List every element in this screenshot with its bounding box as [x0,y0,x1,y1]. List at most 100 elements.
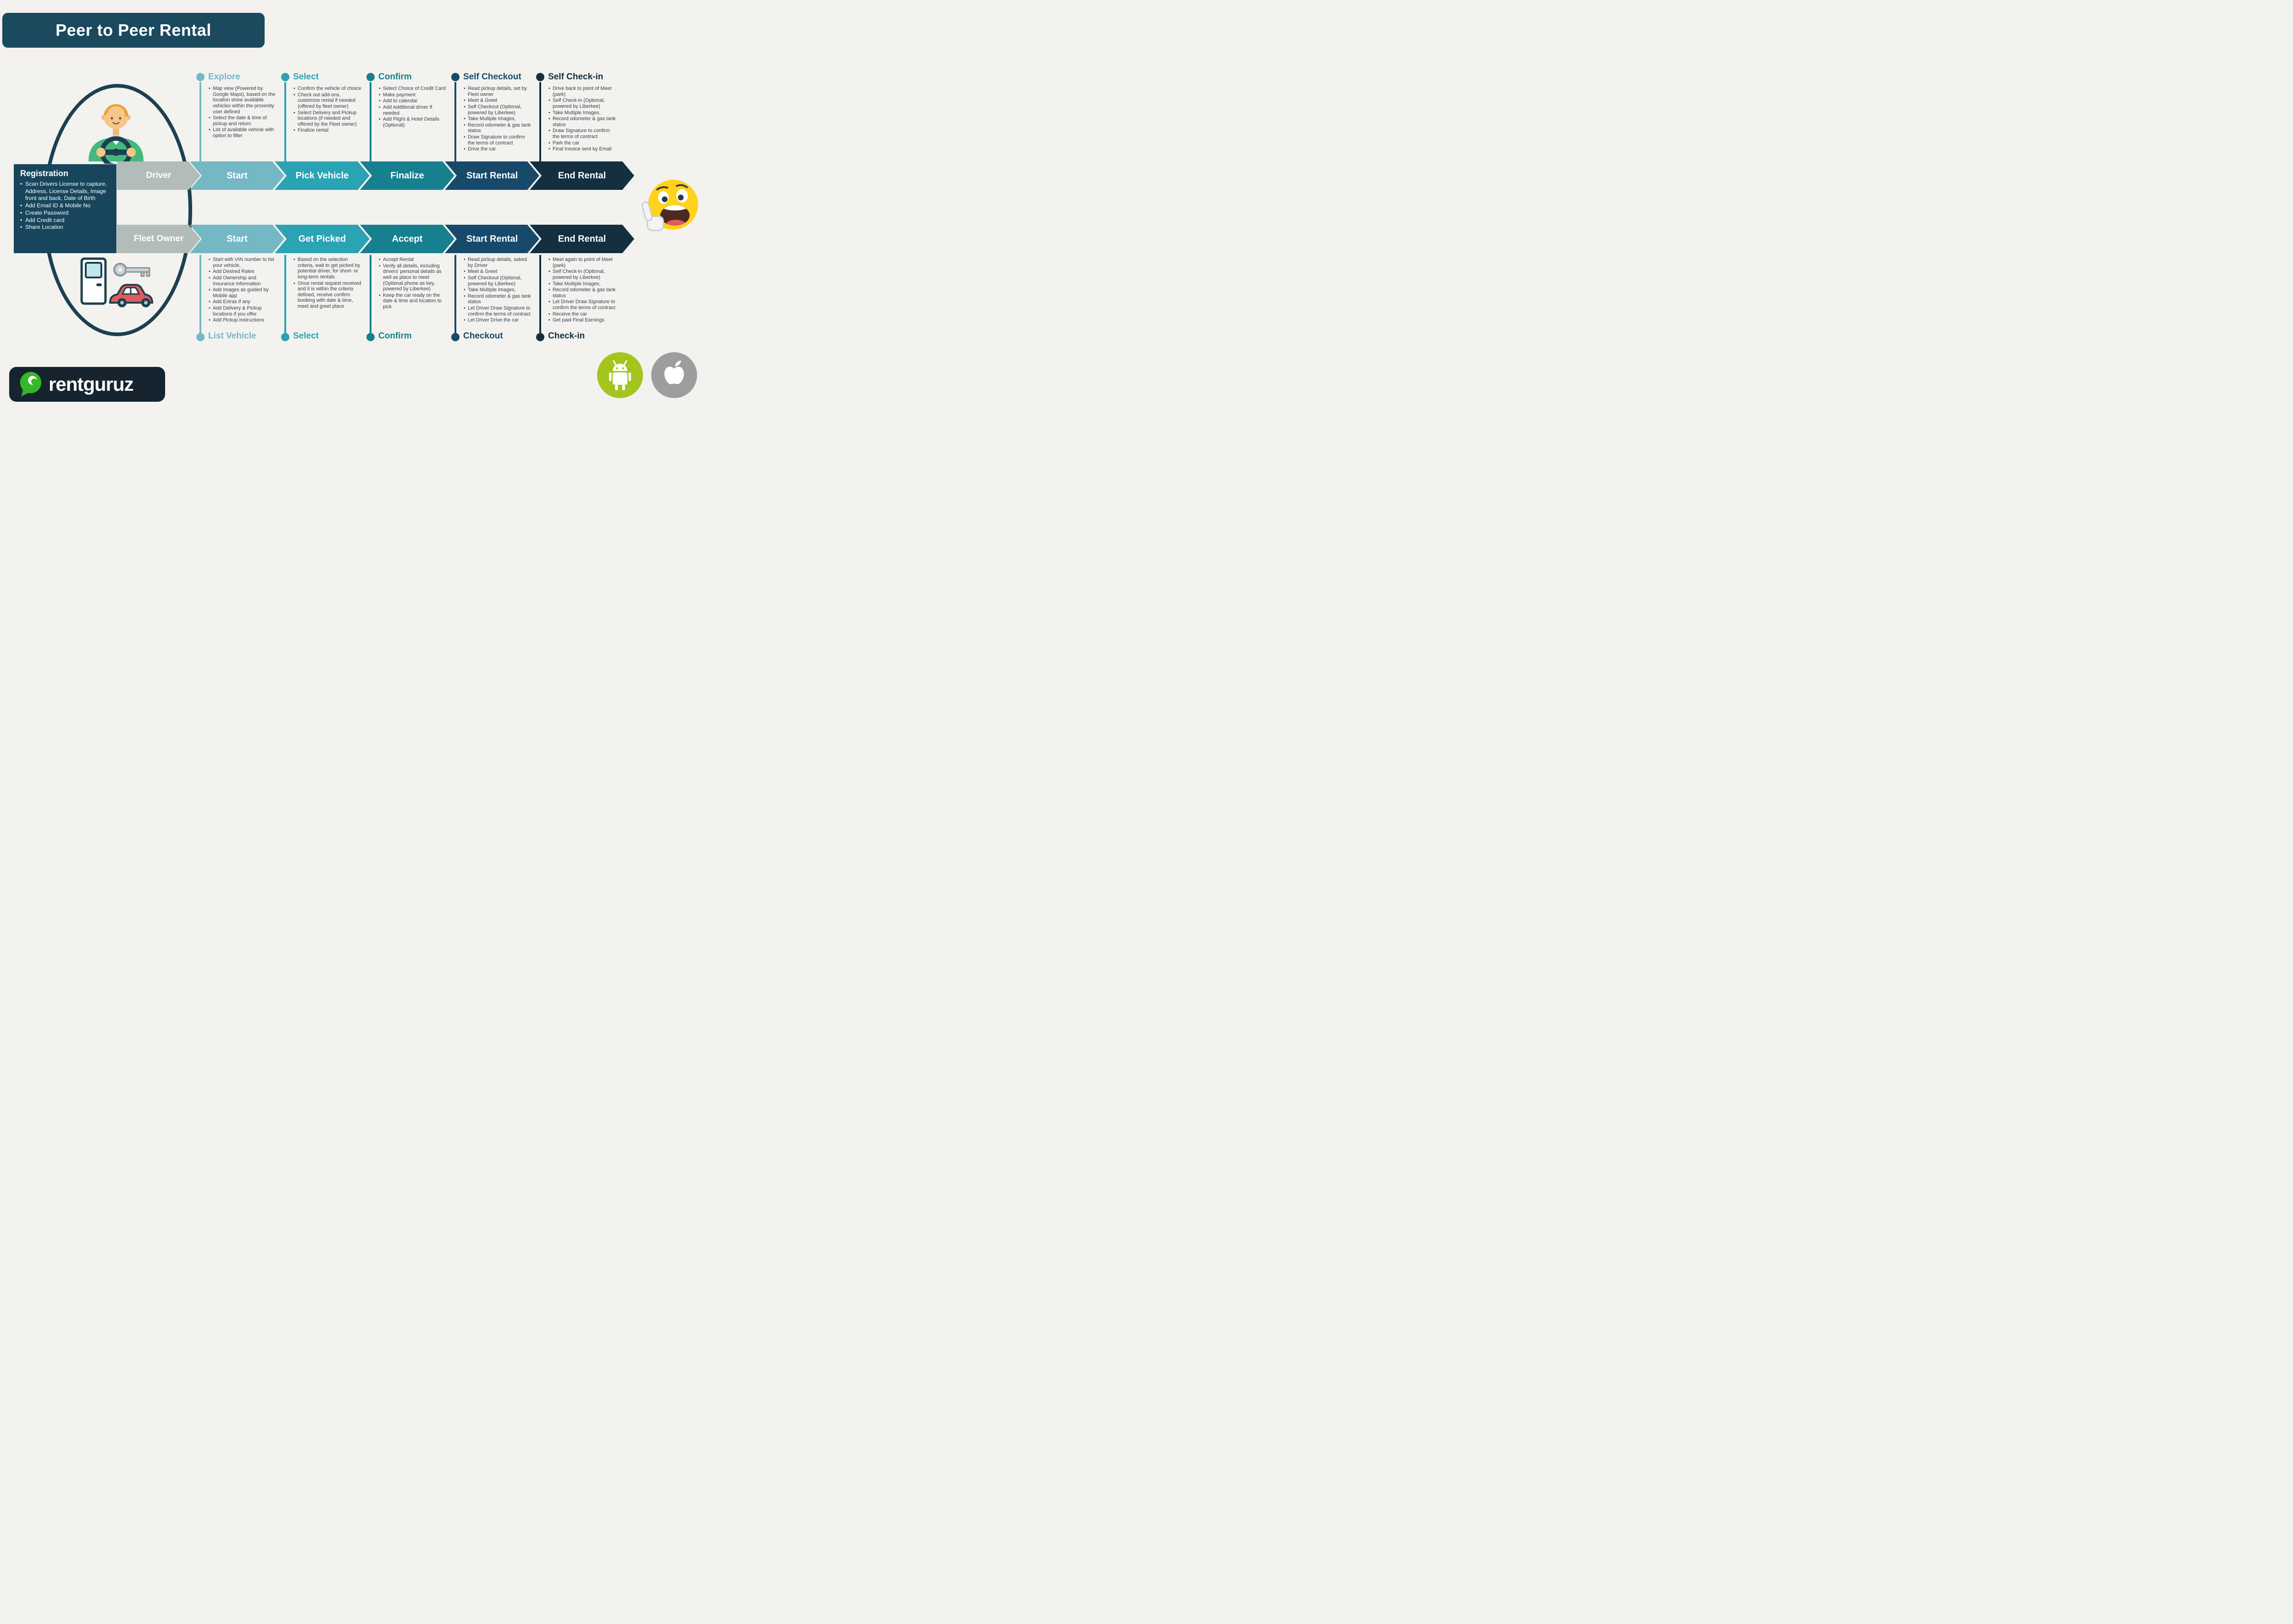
stage-bullets: Start with VIN number to list your vehic… [208,257,278,324]
logo-text: rentguruz [49,373,134,395]
stage-bullets: Read pickup details, asked by DriverMeet… [463,257,533,324]
bullet-item: Map view (Powered by Google Maps), based… [208,86,278,115]
registration-title: Registration [20,169,69,178]
arrow-fleet-end-rental: End Rental [530,225,634,253]
bullet-item: Select the date & time of pickup and ret… [208,115,278,127]
stage-connector-line [454,82,456,161]
bullet-item: Draw Signature to confirm the terms of c… [463,134,533,146]
arrow-label: End Rental [558,233,606,244]
arrow-fleet-accept: Accept [360,225,454,253]
stage-connector-line [539,82,541,161]
bullet-item: Add Pickup instructions [208,317,278,323]
stage-dot [196,333,205,341]
arrow-driver-finalize: Finalize [360,161,454,190]
bullet-item: Self Check-in (Optional, powered by Libe… [548,98,618,109]
stage-bullets: Read pickup details, set by Fleet ownerM… [463,86,533,153]
page-title: Peer to Peer Rental [55,21,211,39]
rentguruz-logo-icon [20,371,42,397]
bullet-item: Confirm the vehicle of choice [293,86,363,92]
bullet-item: Meet & Greet [463,98,533,104]
arrow-label: Start Rental [466,233,518,244]
arrow-driver-start: Start [190,161,284,190]
stage-driver-self-checkout: Self Checkout Read pickup details, set b… [451,72,533,163]
stage-dot [366,73,375,81]
stage-label: Self Checkout [463,72,521,82]
fleet-arrow-row: Fleet Owner Start Get Picked Accept Star… [0,225,704,253]
stage-dot [536,73,544,81]
arrow-driver-start-rental: Start Rental [445,161,539,190]
arrow-driver-pick-vehicle: Pick Vehicle [275,161,370,190]
stage-label: Confirm [378,331,412,341]
bullet-item: Add to calendar [378,98,448,104]
stage-dot [451,73,460,81]
bullet-item: Add Ownership and Insurance Information [208,275,278,287]
bullet-item: Park the car [548,140,618,146]
bullet-item: Take Multiple Images, [463,116,533,122]
stage-connector-line [199,82,201,161]
stage-bullets: Based on the selection criteria, wait to… [293,257,363,310]
bullet-item: Receive the car [548,311,618,317]
bullet-item: Add Images as guided by Mobile app [208,287,278,299]
arrow-label: Driver [146,171,172,180]
stage-driver-self-check-in: Self Check-in Drive back to point of Mee… [536,72,618,163]
arrow-fleet-start-rental: Start Rental [445,225,539,253]
android-icon [597,352,643,398]
stage-dot [451,333,460,341]
bullet-item: Let Driver Draw Signature to confirm the… [463,305,533,317]
title-banner: Peer to Peer Rental [2,13,265,48]
stage-bullets: Drive back to point of Meet (park)Self C… [548,86,618,153]
bullet-item: Add Desired Rates [208,269,278,275]
stage-label: Self Check-in [548,72,604,82]
bullet-item: Add Credit card [20,217,111,224]
bullet-item: Self Check-in (Optional, powered by Libe… [548,269,618,280]
stage-bullets: Accept RentalVerify all details, includi… [378,257,448,310]
stage-label: Check-in [548,331,585,341]
stage-connector-line [454,255,456,333]
stage-label: Select [293,331,319,341]
bullet-item: Add Additional driver if needed [378,105,448,116]
stage-connector-line [199,255,201,333]
arrow-fleet-role: Fleet Owner [117,225,200,253]
stage-connector-line [539,255,541,333]
bullet-item: Meet & Greet [463,269,533,275]
bullet-item: Based on the selection criteria, wait to… [293,257,363,280]
stage-connector-line [284,82,286,161]
bullet-item: Select Choice of Credit Card [378,86,448,92]
stage-dot [366,333,375,341]
bullet-item: Take Multiple Images, [548,110,618,116]
stage-fleet-check-in: Check-in Meet again to point of Meet (pa… [536,255,618,349]
bullet-item: Drive back to point of Meet (park) [548,86,618,97]
driver-arrow-row: Driver Start Pick Vehicle Finalize Start… [0,161,704,190]
infographic-canvas: Peer to Peer Rental Registration Scan Dr… [0,0,704,406]
bullet-item: Record odometer & gas tank status [548,287,618,299]
stage-driver-select: Select Confirm the vehicle of choiceChec… [281,72,363,163]
arrow-label: Accept [392,233,423,244]
bullet-item: Final Invoice sent by Email [548,146,618,152]
stage-driver-explore: Explore Map view (Powered by Google Maps… [196,72,278,163]
bullet-item: Add Delivery & Pickup locations if you o… [208,305,278,317]
bullet-item: Record odometer & gas tank status [463,122,533,134]
arrow-label: Start [227,170,248,181]
bullet-item: Self Checkout (Optional, powered by Libe… [463,275,533,287]
arrow-label: Start Rental [466,170,518,181]
bullet-item: Read pickup details, set by Fleet owner [463,86,533,97]
fleet-owner-illustration [80,257,154,307]
stage-label: List Vehicle [208,331,256,341]
apple-icon [651,352,697,398]
bullet-item: Verify all details, including drivers' p… [378,263,448,292]
bullet-item: Read pickup details, asked by Driver [463,257,533,268]
stage-fleet-list-vehicle: List Vehicle Start with VIN number to li… [196,255,278,349]
stage-dot [196,73,205,81]
stage-dot [281,73,289,81]
bullet-item: Record odometer & gas tank status [463,294,533,305]
bullet-item: Add Extras if any [208,299,278,305]
arrow-fleet-start: Start [190,225,284,253]
arrow-label: Fleet Owner [133,234,184,244]
stage-label: Select [293,72,319,82]
bullet-item: Meet again to point of Meet (park) [548,257,618,268]
stage-dot [536,333,544,341]
bullet-item: Make payment [378,92,448,98]
logo-bar: rentguruz [9,367,165,402]
registration-list: Scan Drivers License to capture, Address… [20,181,111,231]
bullet-item: Share Location [20,224,111,231]
